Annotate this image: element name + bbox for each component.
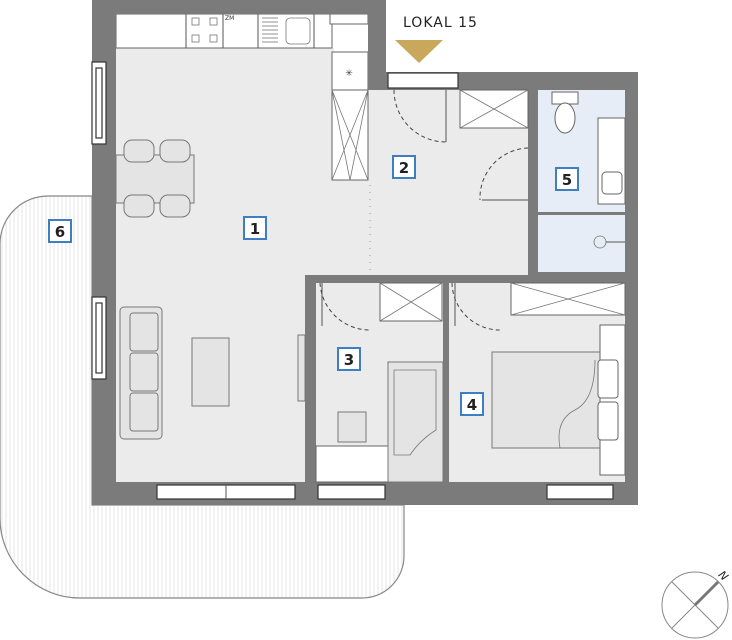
tv-unit bbox=[297, 334, 306, 402]
windows bbox=[91, 61, 614, 500]
svg-text:4: 4 bbox=[467, 396, 477, 414]
sink-icon bbox=[262, 17, 311, 45]
room-label-2: 2 bbox=[392, 155, 416, 179]
dining-table bbox=[115, 139, 195, 218]
svg-text:6: 6 bbox=[55, 223, 65, 241]
cooktop-icon bbox=[191, 17, 218, 43]
wardrobes bbox=[379, 89, 626, 322]
entry-marker-icon bbox=[395, 40, 443, 63]
sofa bbox=[119, 306, 163, 440]
svg-text:2: 2 bbox=[399, 159, 409, 177]
fan-icon: ✳ bbox=[345, 69, 353, 79]
compass-icon: N bbox=[661, 568, 731, 639]
room-label-1: 1 bbox=[243, 216, 267, 240]
unit-label: LOKAL 15 bbox=[403, 15, 478, 31]
double-bed bbox=[491, 324, 626, 476]
svg-text:3: 3 bbox=[344, 351, 354, 369]
bathroom-fixtures bbox=[551, 91, 626, 249]
svg-text:1: 1 bbox=[250, 220, 260, 238]
coffee-table bbox=[191, 337, 230, 407]
svg-text:5: 5 bbox=[562, 171, 572, 189]
balcony-6 bbox=[0, 195, 405, 599]
room-label-5: 5 bbox=[555, 167, 579, 191]
room-label-6: 6 bbox=[48, 219, 72, 243]
doors bbox=[319, 72, 529, 331]
dishwasher-label: ZM bbox=[225, 15, 234, 22]
room-label-4: 4 bbox=[460, 392, 484, 416]
room-3-furniture bbox=[315, 361, 444, 483]
room-label-3: 3 bbox=[337, 347, 361, 371]
kitchen-counter: ZM ✳ bbox=[115, 13, 369, 181]
